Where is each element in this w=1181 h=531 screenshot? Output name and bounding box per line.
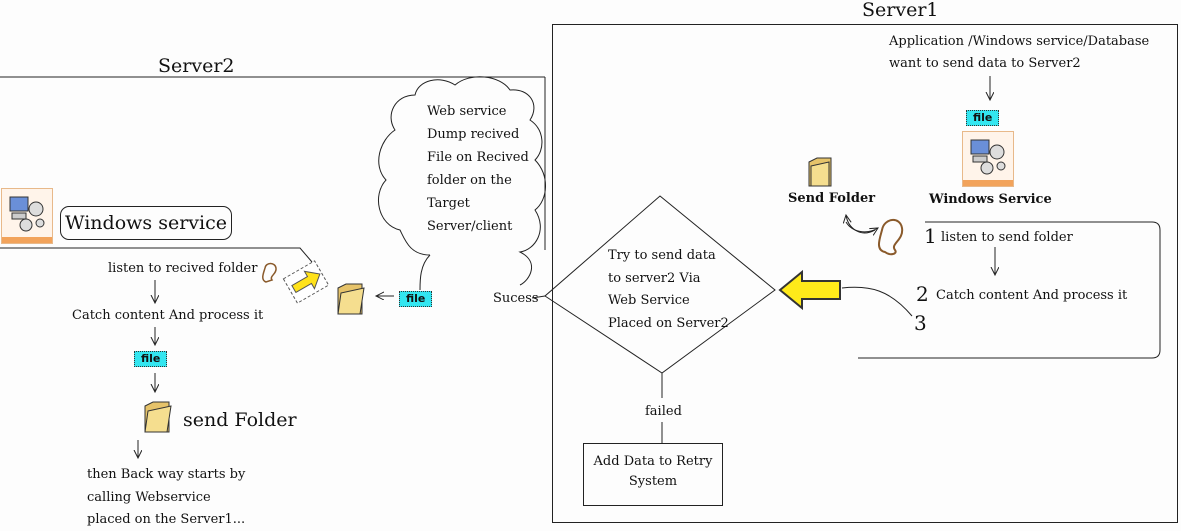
retry-line-1: Add Data to Retry <box>593 454 713 469</box>
cloud-line-2: Dump recived <box>427 127 520 142</box>
windows-service-label-server2: Windows service <box>60 206 232 240</box>
step2-text: Catch content And process it <box>936 288 1128 303</box>
windows-service-label: Windows Service <box>929 192 1052 207</box>
cloud-line-4: folder on the <box>427 173 512 188</box>
cloud-line-3: File on Recived <box>427 150 529 165</box>
windows-service-icon-server2 <box>1 188 53 244</box>
send-folder-icon <box>807 156 833 187</box>
send-folder-icon-server2 <box>143 400 172 433</box>
yellow-arrow-icon <box>778 269 841 311</box>
cloud-tail <box>419 254 431 291</box>
back-line-3: placed on the Server1... <box>87 512 246 527</box>
success-line <box>531 295 546 299</box>
failed-label: failed <box>645 404 682 419</box>
send-folder-label: Send Folder <box>788 191 876 206</box>
web-service-cloud <box>378 76 546 286</box>
source-line-2: want to send data to Server2 <box>889 56 1081 71</box>
decision-line-1: Try to send data <box>608 248 716 263</box>
step3-number: 3 <box>914 311 927 335</box>
send-folder-label-server2: send Folder <box>183 409 297 431</box>
recived-folder-icon <box>336 282 365 315</box>
server1-frame <box>552 24 1178 523</box>
step1-text: listen to send folder <box>941 230 1073 245</box>
ear-icon-server2 <box>262 262 277 283</box>
server1-title: Server1 <box>862 0 939 21</box>
catch-text: Catch content And process it <box>72 308 264 323</box>
file-tag-server2: file <box>399 291 433 307</box>
listen-text: listen to recived folder <box>108 261 258 276</box>
step2-number: 2 <box>916 282 929 306</box>
cloud-line-5: Target <box>427 196 470 211</box>
ear-icon-server1 <box>878 219 904 256</box>
cloud-line-1: Web service <box>427 104 507 119</box>
retry-line-2: System <box>628 474 678 489</box>
ear-folder-curve2 <box>845 221 878 232</box>
retry-box: Add Data to Retry System <box>583 443 723 506</box>
server1-loop <box>858 221 1161 359</box>
ws2-bracket <box>0 247 313 263</box>
source-line-1: Application /Windows service/Database <box>889 34 1150 49</box>
step1-number: 1 <box>924 224 937 248</box>
file-tag-server2-b: file <box>134 351 168 367</box>
success-label: Sucess <box>493 291 539 306</box>
dump-arrow-icon <box>282 260 330 304</box>
server2-title: Server2 <box>158 55 235 77</box>
file-tag-server1: file <box>966 110 1000 126</box>
back-line-1: then Back way starts by <box>87 467 246 482</box>
cloud-line-6: Server/client <box>427 219 513 234</box>
step3-curve <box>841 286 913 317</box>
back-line-2: calling Webservice <box>87 490 211 505</box>
decision-line-3: Web Service <box>608 293 690 308</box>
decision-line-2: to server2 Via <box>608 271 701 286</box>
windows-service-icon <box>962 131 1014 187</box>
decision-line-4: Placed on Server2 <box>608 316 729 331</box>
